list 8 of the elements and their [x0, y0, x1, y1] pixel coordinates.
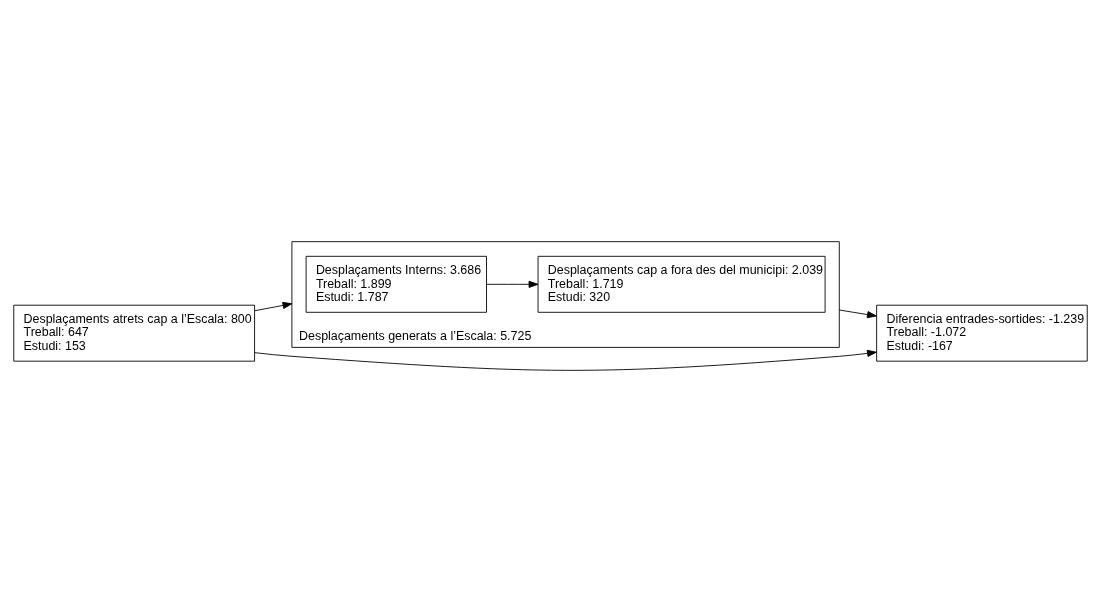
arrow: [838, 309, 877, 319]
arrow: [254, 301, 293, 312]
node-box: Desplaçaments atrets cap a l’Escala: 800 Treball: 647 Estudi: 153: [13, 304, 256, 362]
arrow: [254, 349, 877, 371]
arrow: [486, 280, 539, 288]
node-box: Desplaçaments Interns: 3.686 Treball: 1.899 Estudi: 1.787: [305, 255, 487, 313]
node-box: Diferencia entrades-sortides: -1.239 Treball: -1.072 Estudi: -167: [876, 304, 1088, 362]
node-box: Desplaçaments cap a fora des del municipi: 2.039 Treball: 1.719 Estudi: 320: [537, 255, 826, 313]
